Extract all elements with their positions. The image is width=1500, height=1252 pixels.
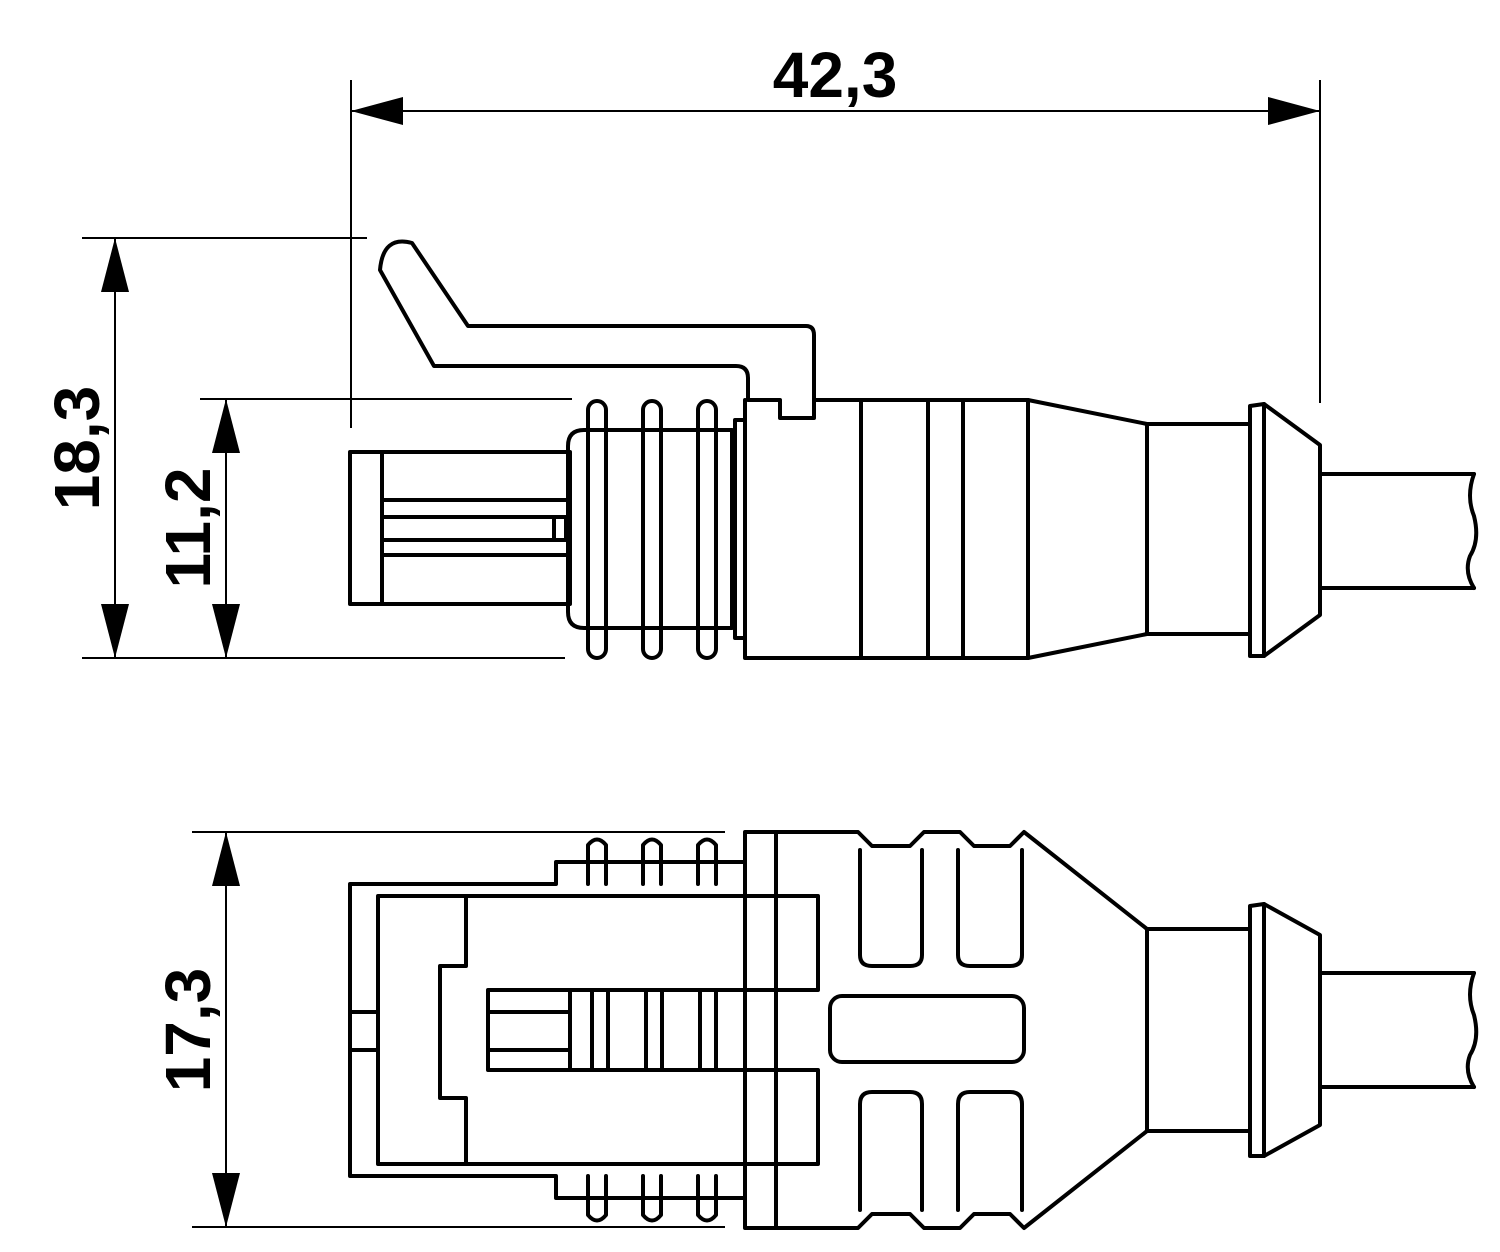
ribbed-sleeve	[566, 428, 734, 630]
cable-gland-nut	[1248, 402, 1322, 658]
dimension-label-overall-length: 42,3	[773, 39, 898, 111]
dimension-width: 17,3	[152, 831, 725, 1228]
rib	[586, 837, 608, 886]
grip-window	[956, 848, 1024, 968]
latch-body	[438, 894, 820, 1166]
dimension-overall-length: 42,3	[350, 39, 1321, 428]
dimension-label-body-height: 11,2	[152, 467, 224, 588]
rib	[696, 837, 718, 886]
grip-slot	[828, 994, 1026, 1064]
rib	[641, 399, 663, 660]
cable	[1318, 472, 1476, 590]
dimension-label-total-height: 18,3	[41, 386, 113, 511]
connector-top-view	[348, 830, 1479, 1230]
rib	[696, 1174, 718, 1223]
front-frame	[348, 860, 747, 1200]
main-housing-top	[743, 830, 1252, 1230]
rib	[586, 1174, 608, 1223]
grip-window	[956, 1090, 1024, 1212]
grip-window	[858, 1090, 924, 1212]
latch-lever	[378, 239, 816, 420]
rib	[641, 837, 663, 886]
cable-gland-nut-top	[1248, 902, 1322, 1158]
dimension-total-height: 18,3	[41, 237, 565, 659]
cable-top	[1318, 971, 1476, 1089]
connector-side-view	[348, 239, 1479, 660]
rib	[696, 399, 718, 660]
rib	[641, 1174, 663, 1223]
rib	[586, 399, 608, 660]
main-housing	[743, 398, 1252, 660]
dimension-body-height: 11,2	[152, 398, 572, 658]
grip-window	[858, 848, 924, 968]
dimension-label-width: 17,3	[152, 968, 224, 1093]
